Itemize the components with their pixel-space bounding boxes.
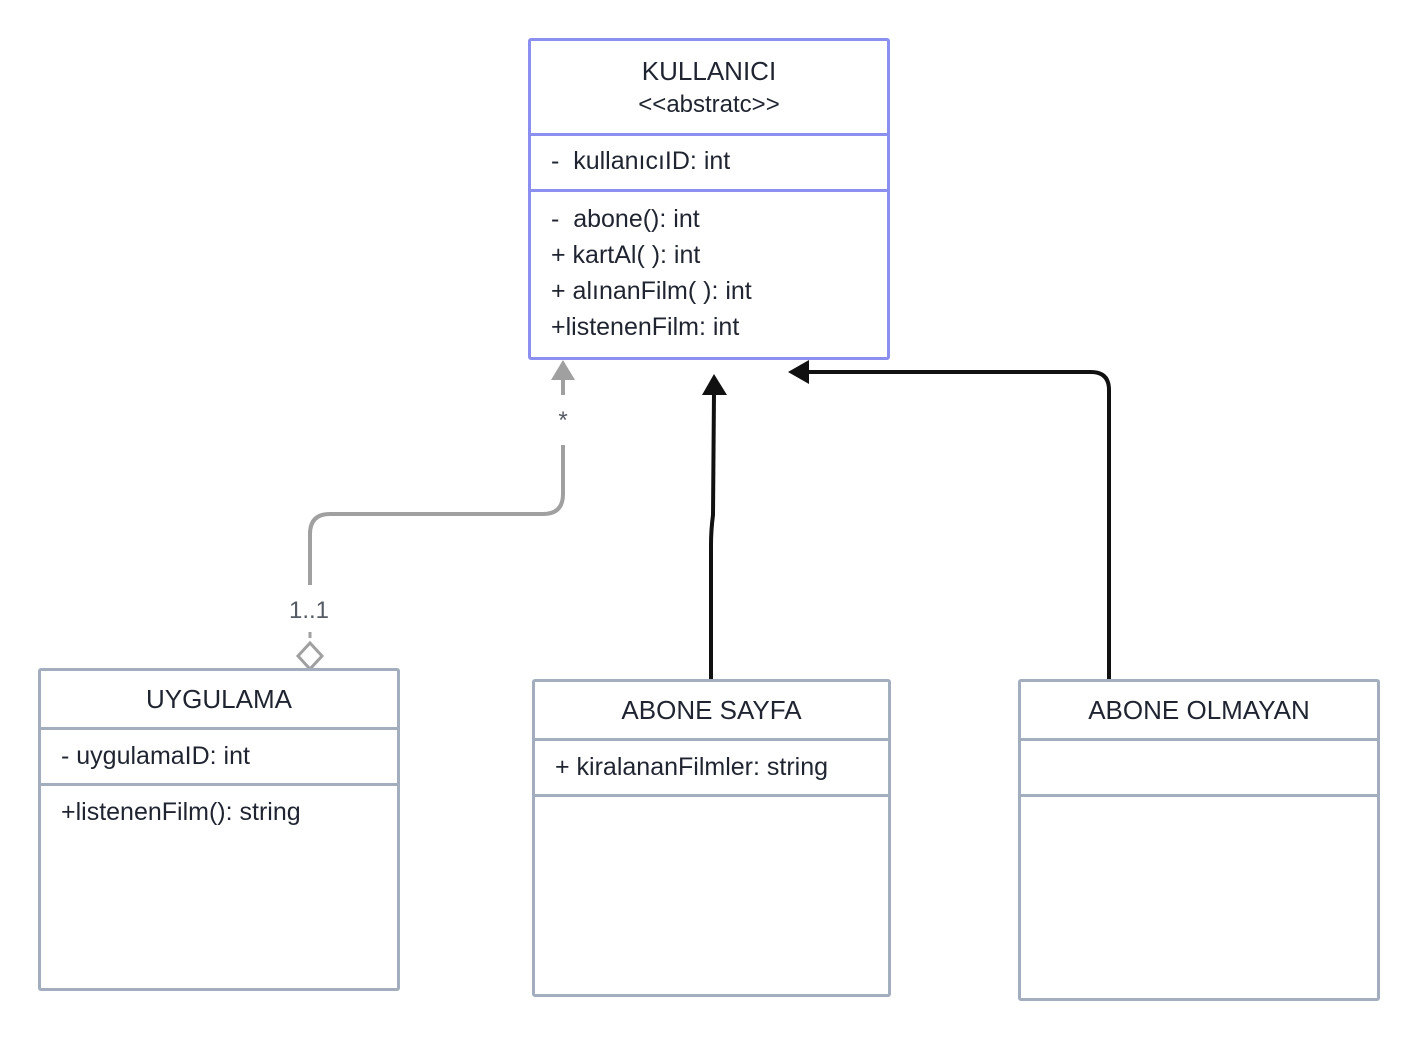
operations-section: - abone(): int + kartAl( ): int + alınan… — [531, 189, 887, 357]
operation: +listenenFilm: int — [551, 313, 740, 341]
operation: + kartAl( ): int — [551, 241, 701, 269]
class-stereotype: <<abstratc>> — [638, 91, 780, 118]
class-header: KULLANICI <<abstratc>> — [531, 41, 887, 133]
class-header: UYGULAMA — [41, 671, 397, 727]
class-name: ABONE SAYFA — [621, 695, 802, 725]
aggregation-connector[interactable]: * 1..1 — [289, 360, 575, 672]
class-abone-sayfa[interactable]: ABONE SAYFA + kiralananFilmler: string — [532, 679, 891, 997]
target-multiplicity: * — [558, 407, 567, 434]
attributes-section: - kullanıcıID: int — [531, 133, 887, 189]
attributes-section: + kiralananFilmler: string — [535, 738, 888, 794]
inheritance-arrowhead-abone-sayfa — [702, 374, 727, 395]
inheritance-line-abone-sayfa — [709, 391, 716, 680]
inheritance-arrowhead-abone-olmayan — [788, 360, 809, 384]
attributes-section — [1021, 738, 1377, 794]
inheritance-connector-abone-olmayan[interactable] — [788, 360, 1111, 680]
operations-section — [1021, 794, 1377, 998]
class-uygulama[interactable]: UYGULAMA - uygulamaID: int +listenenFilm… — [38, 668, 400, 991]
class-name: ABONE OLMAYAN — [1088, 695, 1310, 725]
inheritance-line-abone-olmayan — [805, 370, 1111, 680]
operation: - abone(): int — [551, 205, 700, 233]
attribute: - kullanıcıID: int — [551, 147, 731, 175]
aggregation-diamond-icon — [295, 640, 325, 672]
operation: + alınanFilm( ): int — [551, 277, 752, 305]
class-header: ABONE SAYFA — [535, 682, 888, 738]
aggregation-arrowhead — [551, 360, 575, 380]
attribute: + kiralananFilmler: string — [555, 753, 829, 781]
aggregation-line-lower — [308, 445, 565, 585]
operations-section — [535, 794, 888, 994]
class-abone-olmayan[interactable]: ABONE OLMAYAN — [1018, 679, 1380, 1001]
class-name: UYGULAMA — [146, 684, 292, 714]
operation: +listenenFilm(): string — [61, 798, 301, 826]
operations-section: +listenenFilm(): string — [41, 783, 397, 988]
inheritance-connector-abone-sayfa[interactable] — [702, 374, 727, 680]
attributes-section: - uygulamaID: int — [41, 727, 397, 783]
class-kullanici[interactable]: KULLANICI <<abstratc>> - kullanıcıID: in… — [528, 38, 890, 360]
source-multiplicity: 1..1 — [289, 597, 329, 624]
class-name: KULLANICI — [641, 56, 777, 86]
class-header: ABONE OLMAYAN — [1021, 682, 1377, 738]
attribute: - uygulamaID: int — [61, 742, 250, 770]
